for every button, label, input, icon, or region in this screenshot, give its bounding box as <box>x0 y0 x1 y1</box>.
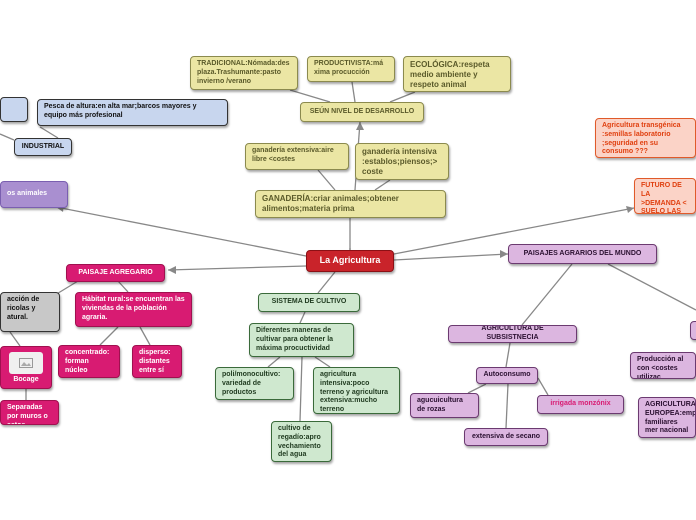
image-icon <box>9 352 43 374</box>
agregario-disperso[interactable]: disperso: distantes entre sí <box>132 345 182 378</box>
desarrollo-productivista[interactable]: PRODUCTIVISTA:má xima procucción <box>307 56 395 82</box>
desarrollo-hub[interactable]: SEÚN NIVEL DE DESARROLLO <box>300 102 424 122</box>
futuro-demanda[interactable]: FUTURO DE LA >DEMANDA < SUELO LAS TE <box>634 178 696 214</box>
arrow-desarrollo <box>356 122 364 130</box>
cultivo-hub[interactable]: SISTEMA DE CULTIVO <box>258 293 360 312</box>
arrow-futuro <box>626 206 634 213</box>
pesca-industrial[interactable]: INDUSTRIAL <box>14 138 72 156</box>
link-accion-bocage <box>9 331 21 347</box>
desarrollo-ecologica[interactable]: ECOLÓGICA:respeta medio ambiente y respe… <box>403 56 511 92</box>
arrow-mundo <box>500 250 508 258</box>
pesca-animales[interactable]: os animales <box>0 181 68 208</box>
mundo-irrigada[interactable]: irrigada monzónix <box>537 395 624 414</box>
agregario-accion[interactable]: acción de ricolas y atural. <box>0 292 60 332</box>
link-habitat-disperso <box>139 326 151 346</box>
link-central-agregario <box>167 265 307 271</box>
futuro-transgenica[interactable]: Agricultura transgénica :semillas labora… <box>595 118 696 158</box>
link-central-animales <box>55 206 307 257</box>
link-industrial-left <box>0 133 15 141</box>
link-desarrollo-tradicional <box>289 89 331 103</box>
cultivo-poli[interactable]: poli/monocultivo: variedad de productos <box>215 367 294 400</box>
mundo-hub[interactable]: PAISAJES AGRARIOS DEL MUNDO <box>508 244 657 264</box>
arrow-agregario <box>168 266 176 274</box>
agregario-hub[interactable]: PAISAJE AGREGARIO <box>66 264 165 282</box>
mundo-produccion[interactable]: Producción al con <costes utilizac <box>630 352 696 379</box>
agregario-bocage[interactable]: Bocage <box>0 346 52 389</box>
desarrollo-tradicional[interactable]: TRADICIONAL:Nómada:des plaza.Trashumante… <box>190 56 298 90</box>
link-subsistencia-autoconsumo <box>505 342 511 368</box>
mundo-europea[interactable]: AGRICULTURA EUROPEA:empr familiares mer … <box>638 397 696 438</box>
link-ganaderia-intensiva <box>374 179 391 191</box>
mundo-right-stub[interactable] <box>690 321 696 340</box>
link-central-mundo <box>393 253 509 261</box>
agregario-separadas[interactable]: Separadas por muros o setos <box>0 400 59 425</box>
link-desarrollo-productivista <box>351 81 356 103</box>
cultivo-intensiva[interactable]: agricultura intensiva:poco terreno y agr… <box>313 367 400 414</box>
cultivo-regadio[interactable]: cultivo de regadío:apro vechamiento del … <box>271 421 332 462</box>
link-autoconsumo-irrigada <box>537 377 549 396</box>
link-mundo-right <box>607 263 696 311</box>
link-industrial-altura <box>39 126 59 139</box>
mundo-secano[interactable]: extensiva de secano <box>464 428 548 446</box>
ganaderia-hub[interactable]: GANADERÍA:criar animales;obtener aliment… <box>255 190 446 218</box>
link-maneras-regadio <box>299 356 303 422</box>
link-desarrollo-ecologica <box>389 91 416 103</box>
link-cultivo-maneras <box>299 311 306 324</box>
ganaderia-intensiva[interactable]: ganadería intensiva :establos;piensos;> … <box>355 143 449 180</box>
link-maneras-intensiva <box>314 356 331 368</box>
link-autoconsumo-secano <box>505 383 509 429</box>
mundo-autoconsumo[interactable]: Autoconsumo <box>476 367 538 384</box>
central-topic[interactable]: La Agricultura <box>306 250 394 272</box>
link-central-futuro <box>393 207 635 255</box>
ganaderia-extensiva[interactable]: ganadería extensiva:aire libre <costes <box>245 143 349 170</box>
link-agregario-habitat <box>117 280 129 293</box>
mundo-subsistencia[interactable]: AGRICULTURA DE SUBSISTNECIA <box>448 325 577 343</box>
link-mundo-subsistencia <box>521 263 573 326</box>
link-central-cultivo <box>317 271 336 294</box>
pesca-left-stub[interactable] <box>0 97 28 122</box>
link-autoconsumo-agucultura <box>467 383 487 394</box>
agregario-habitat[interactable]: Hábitat rural:se encuentran las vivienda… <box>75 292 192 327</box>
pesca-altura[interactable]: Pesca de altura:en alta mar;barcos mayor… <box>37 99 228 126</box>
link-habitat-concentrado <box>99 326 119 346</box>
mundo-agucultura[interactable]: agucuicultura de rozas <box>410 393 479 418</box>
link-ganaderia-extensiva <box>317 169 336 191</box>
link-maneras-poli <box>267 356 281 368</box>
cultivo-maneras[interactable]: Diferentes maneras de cultivar para obte… <box>249 323 354 357</box>
bocage-label: Bocage <box>13 376 39 384</box>
agregario-concentrado[interactable]: concentrado: forman núcleo <box>58 345 120 378</box>
